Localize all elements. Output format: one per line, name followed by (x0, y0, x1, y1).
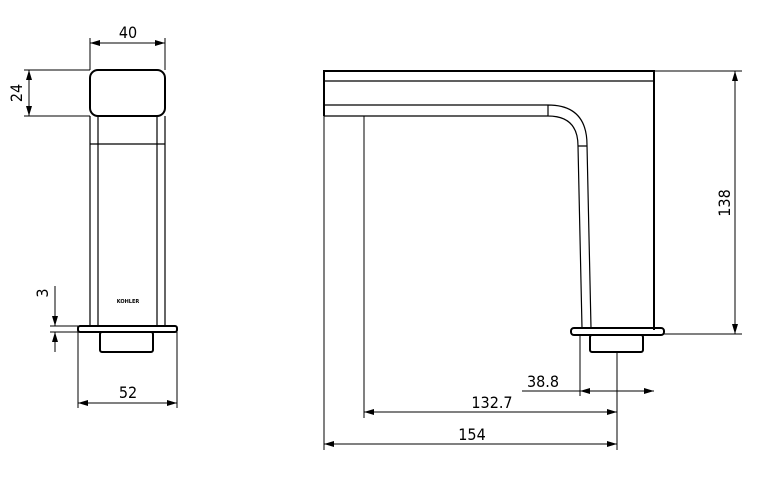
dim-label-52: 52 (119, 383, 137, 402)
kohler-logo: KOHLER (117, 299, 140, 305)
dim-label-132-7: 132.7 (471, 393, 512, 412)
dim-label-3: 3 (33, 288, 52, 297)
dim-label-38-8: 38.8 (527, 372, 559, 391)
base-plate (570, 327, 665, 336)
aerator (99, 331, 154, 353)
handle (89, 69, 166, 117)
front-view: 138 38.8 132.7 154 (323, 70, 742, 450)
dim-label-154: 154 (458, 425, 485, 444)
body-outline (323, 70, 655, 330)
spout (324, 104, 592, 329)
dim-label-138: 138 (715, 189, 734, 216)
body-outline (89, 116, 166, 326)
side-view: KOHLER 40 24 3 52 (7, 23, 178, 408)
dim-label-40: 40 (119, 23, 137, 42)
aerator (589, 334, 644, 353)
dim-label-24: 24 (7, 84, 26, 102)
